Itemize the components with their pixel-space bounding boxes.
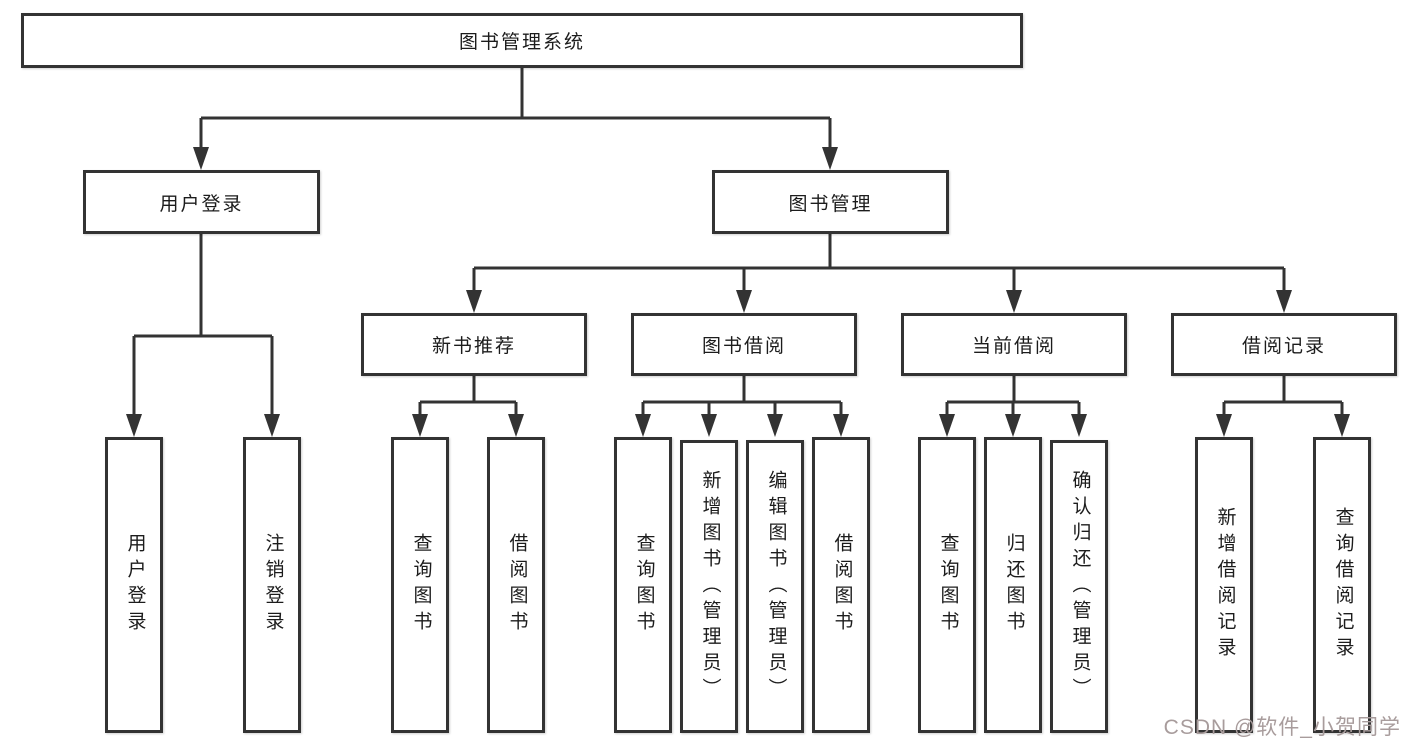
leaf-edit-books-admin: 编辑图书（管理员）: [746, 440, 804, 733]
leaf-add-books-admin: 新增图书（管理员）: [680, 440, 738, 733]
node-user-login: 用户登录: [83, 170, 320, 234]
arrowheads: [126, 147, 1350, 437]
leaf-add-borrow-record: 新增借阅记录: [1195, 437, 1253, 733]
node-book-borrowing: 图书借阅: [631, 313, 857, 376]
node-new-book-recommend: 新书推荐: [361, 313, 587, 376]
leaf-logout: 注销登录: [243, 437, 301, 733]
leaf-return-books: 归还图书: [984, 437, 1042, 733]
node-root: 图书管理系统: [21, 13, 1023, 68]
leaf-borrow-books-recommend: 借阅图书: [487, 437, 545, 733]
leaf-confirm-return-admin: 确认归还（管理员）: [1050, 440, 1108, 733]
leaf-query-books-current: 查询图书: [918, 437, 976, 733]
leaf-query-borrow-record: 查询借阅记录: [1313, 437, 1371, 733]
node-current-borrowing: 当前借阅: [901, 313, 1127, 376]
node-borrowing-records: 借阅记录: [1171, 313, 1397, 376]
leaf-query-books-recommend: 查询图书: [391, 437, 449, 733]
node-book-management: 图书管理: [712, 170, 949, 234]
csdn-watermark: CSDN @软件_小贺同学: [1163, 716, 1401, 739]
leaf-borrow-books-borrowing: 借阅图书: [812, 437, 870, 733]
leaf-query-books-borrowing: 查询图书: [614, 437, 672, 733]
leaf-user-login: 用户登录: [105, 437, 163, 733]
